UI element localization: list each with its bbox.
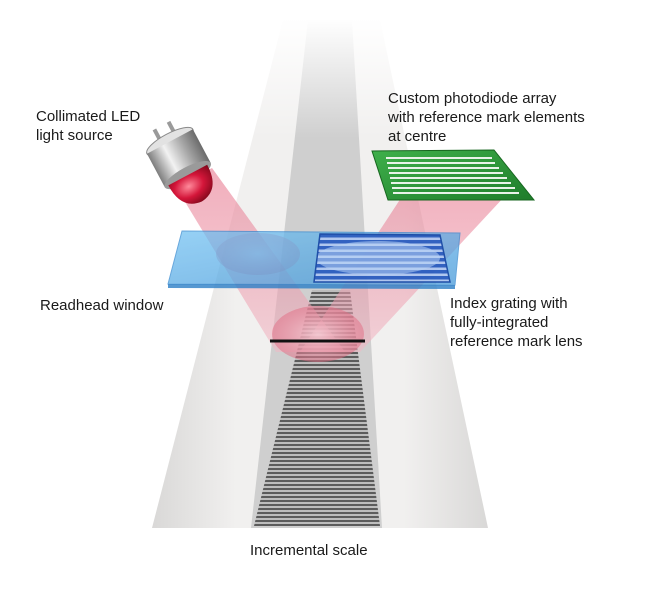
reference-mark-lens <box>316 241 440 275</box>
label-line: Index grating with <box>450 295 568 312</box>
label-line: at centre <box>388 128 447 145</box>
label-line: fully-integrated <box>450 314 549 331</box>
label-readhead-window: Readhead window <box>40 296 163 315</box>
label-line: light source <box>36 127 113 144</box>
photodiode-array <box>371 149 536 201</box>
readhead-window-edge <box>168 284 455 289</box>
led-lens <box>168 164 213 204</box>
label-line: Collimated LED <box>36 108 141 125</box>
photodiode-elements <box>386 157 519 194</box>
label-line: with reference mark elements <box>388 109 585 126</box>
index-grating <box>313 233 451 283</box>
led-body <box>146 129 211 188</box>
scale-fade <box>150 18 495 138</box>
led-light-source <box>146 120 213 204</box>
index-grating-frame <box>313 233 451 283</box>
beam-spot-scale <box>272 306 364 362</box>
label-line: Incremental scale <box>250 542 368 559</box>
label-line: reference mark lens <box>450 333 583 350</box>
label-line: Readhead window <box>40 297 164 314</box>
label-incremental-scale: Incremental scale <box>250 541 368 560</box>
label-line: Custom photodiode array <box>388 90 557 107</box>
label-photodiode-array: Custom photodiode array with reference m… <box>388 89 585 146</box>
label-index-grating: Index grating with fully-integrated refe… <box>450 294 583 351</box>
label-led-light-source: Collimated LED light source <box>36 107 140 145</box>
